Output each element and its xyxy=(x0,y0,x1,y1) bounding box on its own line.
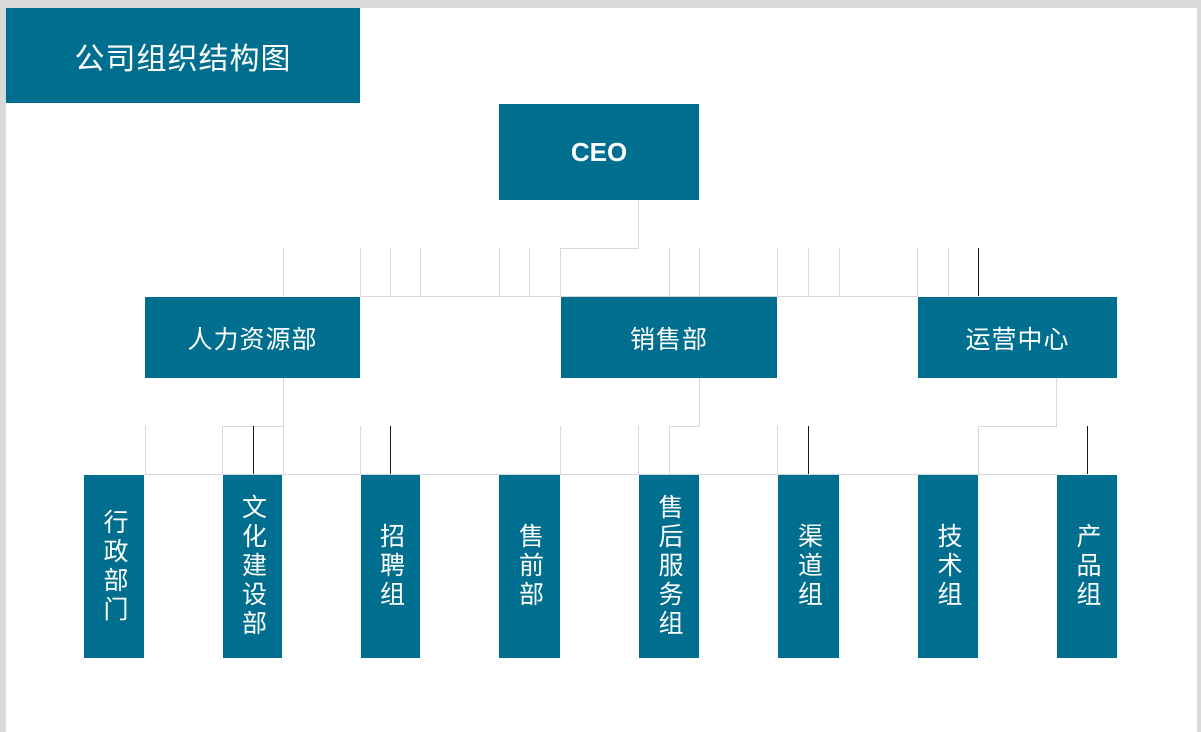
node-team-tech[interactable]: 技术组 xyxy=(918,475,978,658)
connector-line xyxy=(360,296,918,297)
connector-line xyxy=(978,426,1057,427)
connector-line xyxy=(560,248,639,249)
connector-line xyxy=(669,426,700,427)
connector-line xyxy=(808,426,809,474)
connector-line xyxy=(222,426,223,474)
connector-line xyxy=(669,248,670,296)
connector-line xyxy=(529,248,530,296)
node-team-aftersales[interactable]: 售后服务组 xyxy=(639,475,699,658)
connector-line xyxy=(560,426,561,474)
connector-line xyxy=(638,426,639,474)
connector-line xyxy=(978,426,979,474)
node-dept-operations[interactable]: 运营中心 xyxy=(918,297,1117,378)
connector-line xyxy=(360,248,361,296)
connector-line xyxy=(253,426,254,474)
node-dept-hr[interactable]: 人力资源部 xyxy=(145,297,360,378)
page-title: 公司组织结构图 xyxy=(6,8,360,103)
node-team-admin[interactable]: 行政部门 xyxy=(84,475,144,658)
connector-line xyxy=(360,426,361,474)
connector-line xyxy=(699,378,700,426)
connector-line xyxy=(560,248,561,296)
connector-line xyxy=(1056,378,1057,426)
connector-line xyxy=(917,248,918,296)
connector-line xyxy=(499,248,500,296)
connector-line xyxy=(638,200,639,248)
connector-line xyxy=(1087,426,1088,474)
node-team-presales[interactable]: 售前部 xyxy=(499,475,560,658)
connector-line xyxy=(420,248,421,296)
connector-line xyxy=(390,426,391,474)
connector-line xyxy=(283,378,284,426)
connector-line xyxy=(777,248,778,296)
node-team-product[interactable]: 产品组 xyxy=(1057,475,1117,658)
connector-line xyxy=(808,248,809,296)
connector-line xyxy=(145,426,146,474)
connector-line xyxy=(777,426,778,474)
connector-line xyxy=(283,426,284,474)
connector-line xyxy=(839,248,840,296)
connector-line xyxy=(390,248,391,296)
connector-line xyxy=(145,474,1056,475)
connector-line xyxy=(978,248,979,296)
connector-line xyxy=(283,248,284,296)
node-team-channel[interactable]: 渠道组 xyxy=(778,475,839,658)
node-ceo[interactable]: CEO xyxy=(499,104,699,200)
connector-line xyxy=(669,426,670,474)
connector-line xyxy=(948,248,949,296)
connector-line xyxy=(699,248,700,296)
node-dept-sales[interactable]: 销售部 xyxy=(561,297,777,378)
node-team-culture[interactable]: 文化建设部 xyxy=(223,475,282,658)
node-team-recruiting[interactable]: 招聘组 xyxy=(361,475,420,658)
